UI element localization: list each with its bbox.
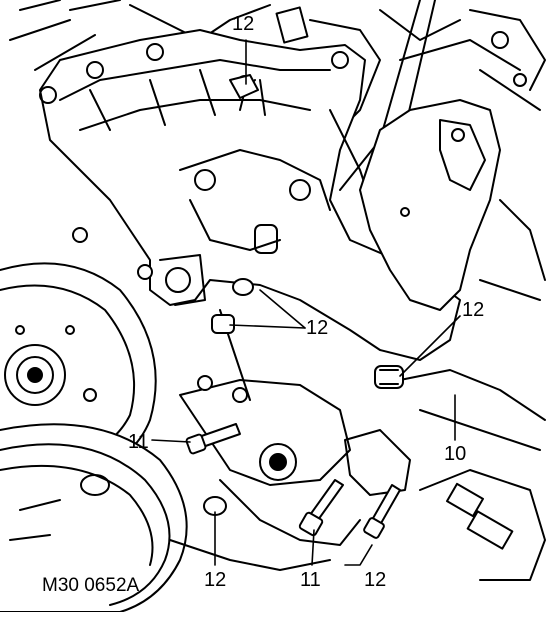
callout-12-bottom-left: 12: [204, 569, 227, 591]
callout-12-bottom-right: 12: [364, 569, 387, 591]
callout-11-left: 11: [128, 431, 149, 453]
bolt-11-left: [185, 423, 241, 455]
callout-12-top: 12: [232, 13, 255, 35]
bolt-mid: [232, 387, 248, 403]
bolt-12-mid-b: [211, 314, 235, 334]
bolt-mid-left: [197, 375, 213, 391]
mounting-bracket: [39, 29, 461, 361]
bottom-components: [169, 309, 546, 581]
right-arm: [359, 99, 546, 311]
callout-12-mid: 12: [306, 317, 329, 339]
lower-pulley: [0, 423, 188, 613]
callout-10: 10: [444, 443, 467, 465]
bolt-12-mid-a: [232, 278, 254, 296]
leader-lines: [151, 39, 461, 566]
callout-12-right: 12: [462, 299, 485, 321]
bolt-12-br: [363, 484, 401, 539]
bolt-12-top: [229, 74, 259, 99]
bolt-12-right: [374, 365, 404, 389]
figure-code: M30 0652A: [42, 575, 140, 596]
bolt-upper-mid: [137, 264, 153, 280]
bolt-11-bot: [298, 479, 344, 537]
bolts: [72, 74, 404, 539]
bolt-upper-left: [72, 227, 88, 243]
callout-11-bottom: 11: [300, 569, 321, 591]
